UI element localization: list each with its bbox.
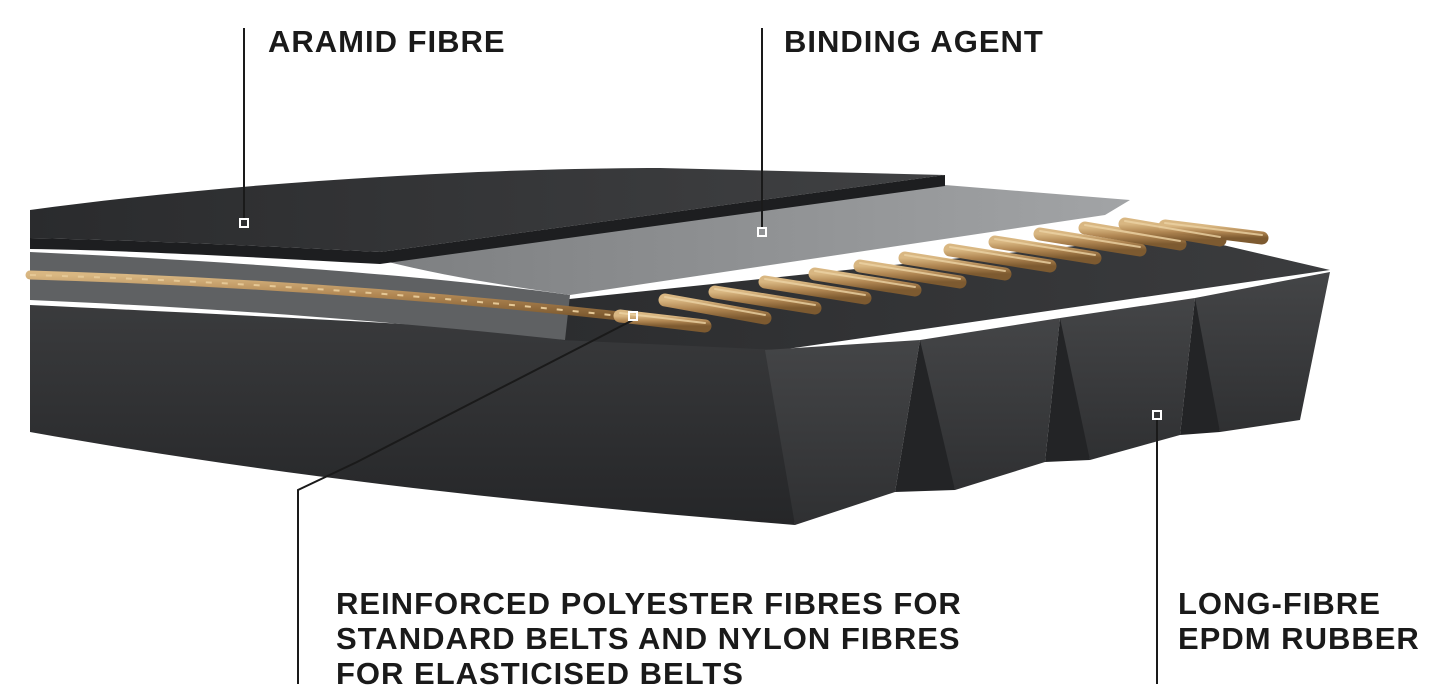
rubber-body-side — [30, 305, 795, 525]
marker-polyester — [628, 311, 638, 321]
cord-end-13 — [1158, 219, 1269, 245]
label-aramid-fibre: ARAMID FIBRE — [268, 24, 506, 59]
binding-layer-side — [30, 252, 570, 340]
cord-end-1 — [613, 309, 712, 333]
cord-end-8 — [943, 243, 1057, 273]
leader-markers — [239, 218, 1162, 420]
cord-end-7 — [898, 251, 1012, 281]
label-binding-agent-text: BINDING AGENT — [784, 24, 1044, 59]
aramid-layer-edge — [30, 175, 945, 264]
leader-lines — [243, 28, 1158, 684]
rib-4 — [1195, 272, 1330, 432]
cord-end-2 — [658, 293, 772, 325]
cord-end-10 — [1033, 227, 1147, 257]
label-epdm-line-2: EPDM RUBBER — [1178, 621, 1420, 656]
marker-aramid — [239, 218, 249, 228]
cord-end-11 — [1078, 221, 1187, 251]
rib-2 — [920, 318, 1060, 490]
label-binding-agent: BINDING AGENT — [784, 24, 1044, 59]
cord-end-9 — [988, 235, 1102, 265]
cord-end-5 — [808, 267, 922, 297]
marker-epdm — [1152, 410, 1162, 420]
cord-end-6 — [853, 259, 967, 289]
label-polyester-line-3: FOR ELASTICISED BELTS — [336, 656, 744, 691]
label-epdm-rubber: LONG-FIBRE EPDM RUBBER — [1178, 586, 1420, 656]
leader-polyester — [297, 319, 634, 684]
label-polyester-line-1: REINFORCED POLYESTER FIBRES FOR — [336, 586, 962, 621]
rib-1 — [765, 340, 920, 525]
label-epdm-line-1: LONG-FIBRE — [1178, 586, 1381, 621]
cord-long-twist — [29, 274, 621, 317]
label-aramid-fibre-text: ARAMID FIBRE — [268, 24, 506, 59]
label-polyester-fibres: REINFORCED POLYESTER FIBRES FOR STANDARD… — [336, 586, 962, 691]
marker-binding — [757, 227, 767, 237]
cord-ends — [613, 217, 1269, 333]
label-polyester-line-2: STANDARD BELTS AND NYLON FIBRES — [336, 621, 961, 656]
cord-highlights — [619, 220, 1263, 324]
cord-end-4 — [758, 275, 872, 305]
binding-layer-top — [380, 185, 1130, 295]
cord-end-3 — [708, 285, 822, 315]
aramid-layer-top — [30, 168, 945, 252]
